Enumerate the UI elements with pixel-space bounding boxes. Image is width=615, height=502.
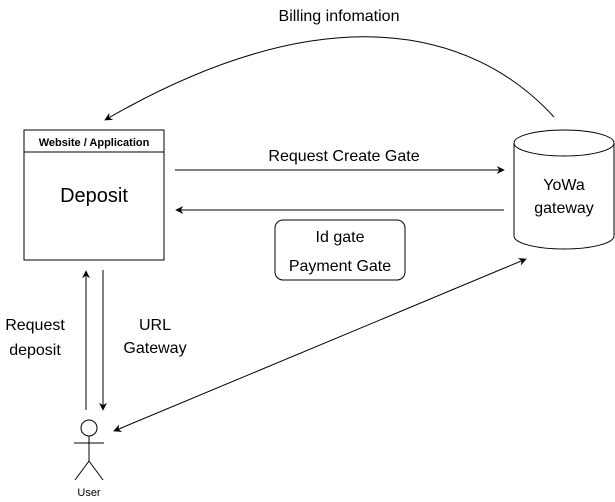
- user-gateway-arrow: [113, 258, 527, 432]
- request-create-gate-label: Request Create Gate: [268, 148, 419, 165]
- request-deposit-label-line2: deposit: [9, 342, 61, 359]
- user-label: User: [77, 487, 101, 499]
- url-gateway-label-line1: URL: [139, 317, 171, 334]
- url-gateway-label-line2: Gateway: [123, 340, 186, 357]
- website-application-header: Website / Application: [39, 137, 150, 149]
- yowa-gateway-line1: YoWa: [543, 177, 585, 194]
- deposit-label: Deposit: [60, 185, 128, 207]
- gate-response-box: Id gate Payment Gate: [274, 219, 406, 281]
- yowa-gateway-line2: gateway: [534, 200, 594, 217]
- payment-gate-label: Payment Gate: [289, 258, 391, 275]
- id-gate-label: Id gate: [316, 229, 365, 246]
- user-head-icon: [80, 419, 98, 437]
- website-application-node: Website / Application Deposit: [23, 129, 165, 261]
- user-actor: [74, 419, 104, 481]
- request-deposit-label-line1: Request: [5, 317, 65, 334]
- yowa-gateway-node: YoWa gateway: [513, 129, 615, 250]
- billing-info-label: Billing infomation: [279, 8, 400, 25]
- billing-info-arrow: [104, 36, 555, 121]
